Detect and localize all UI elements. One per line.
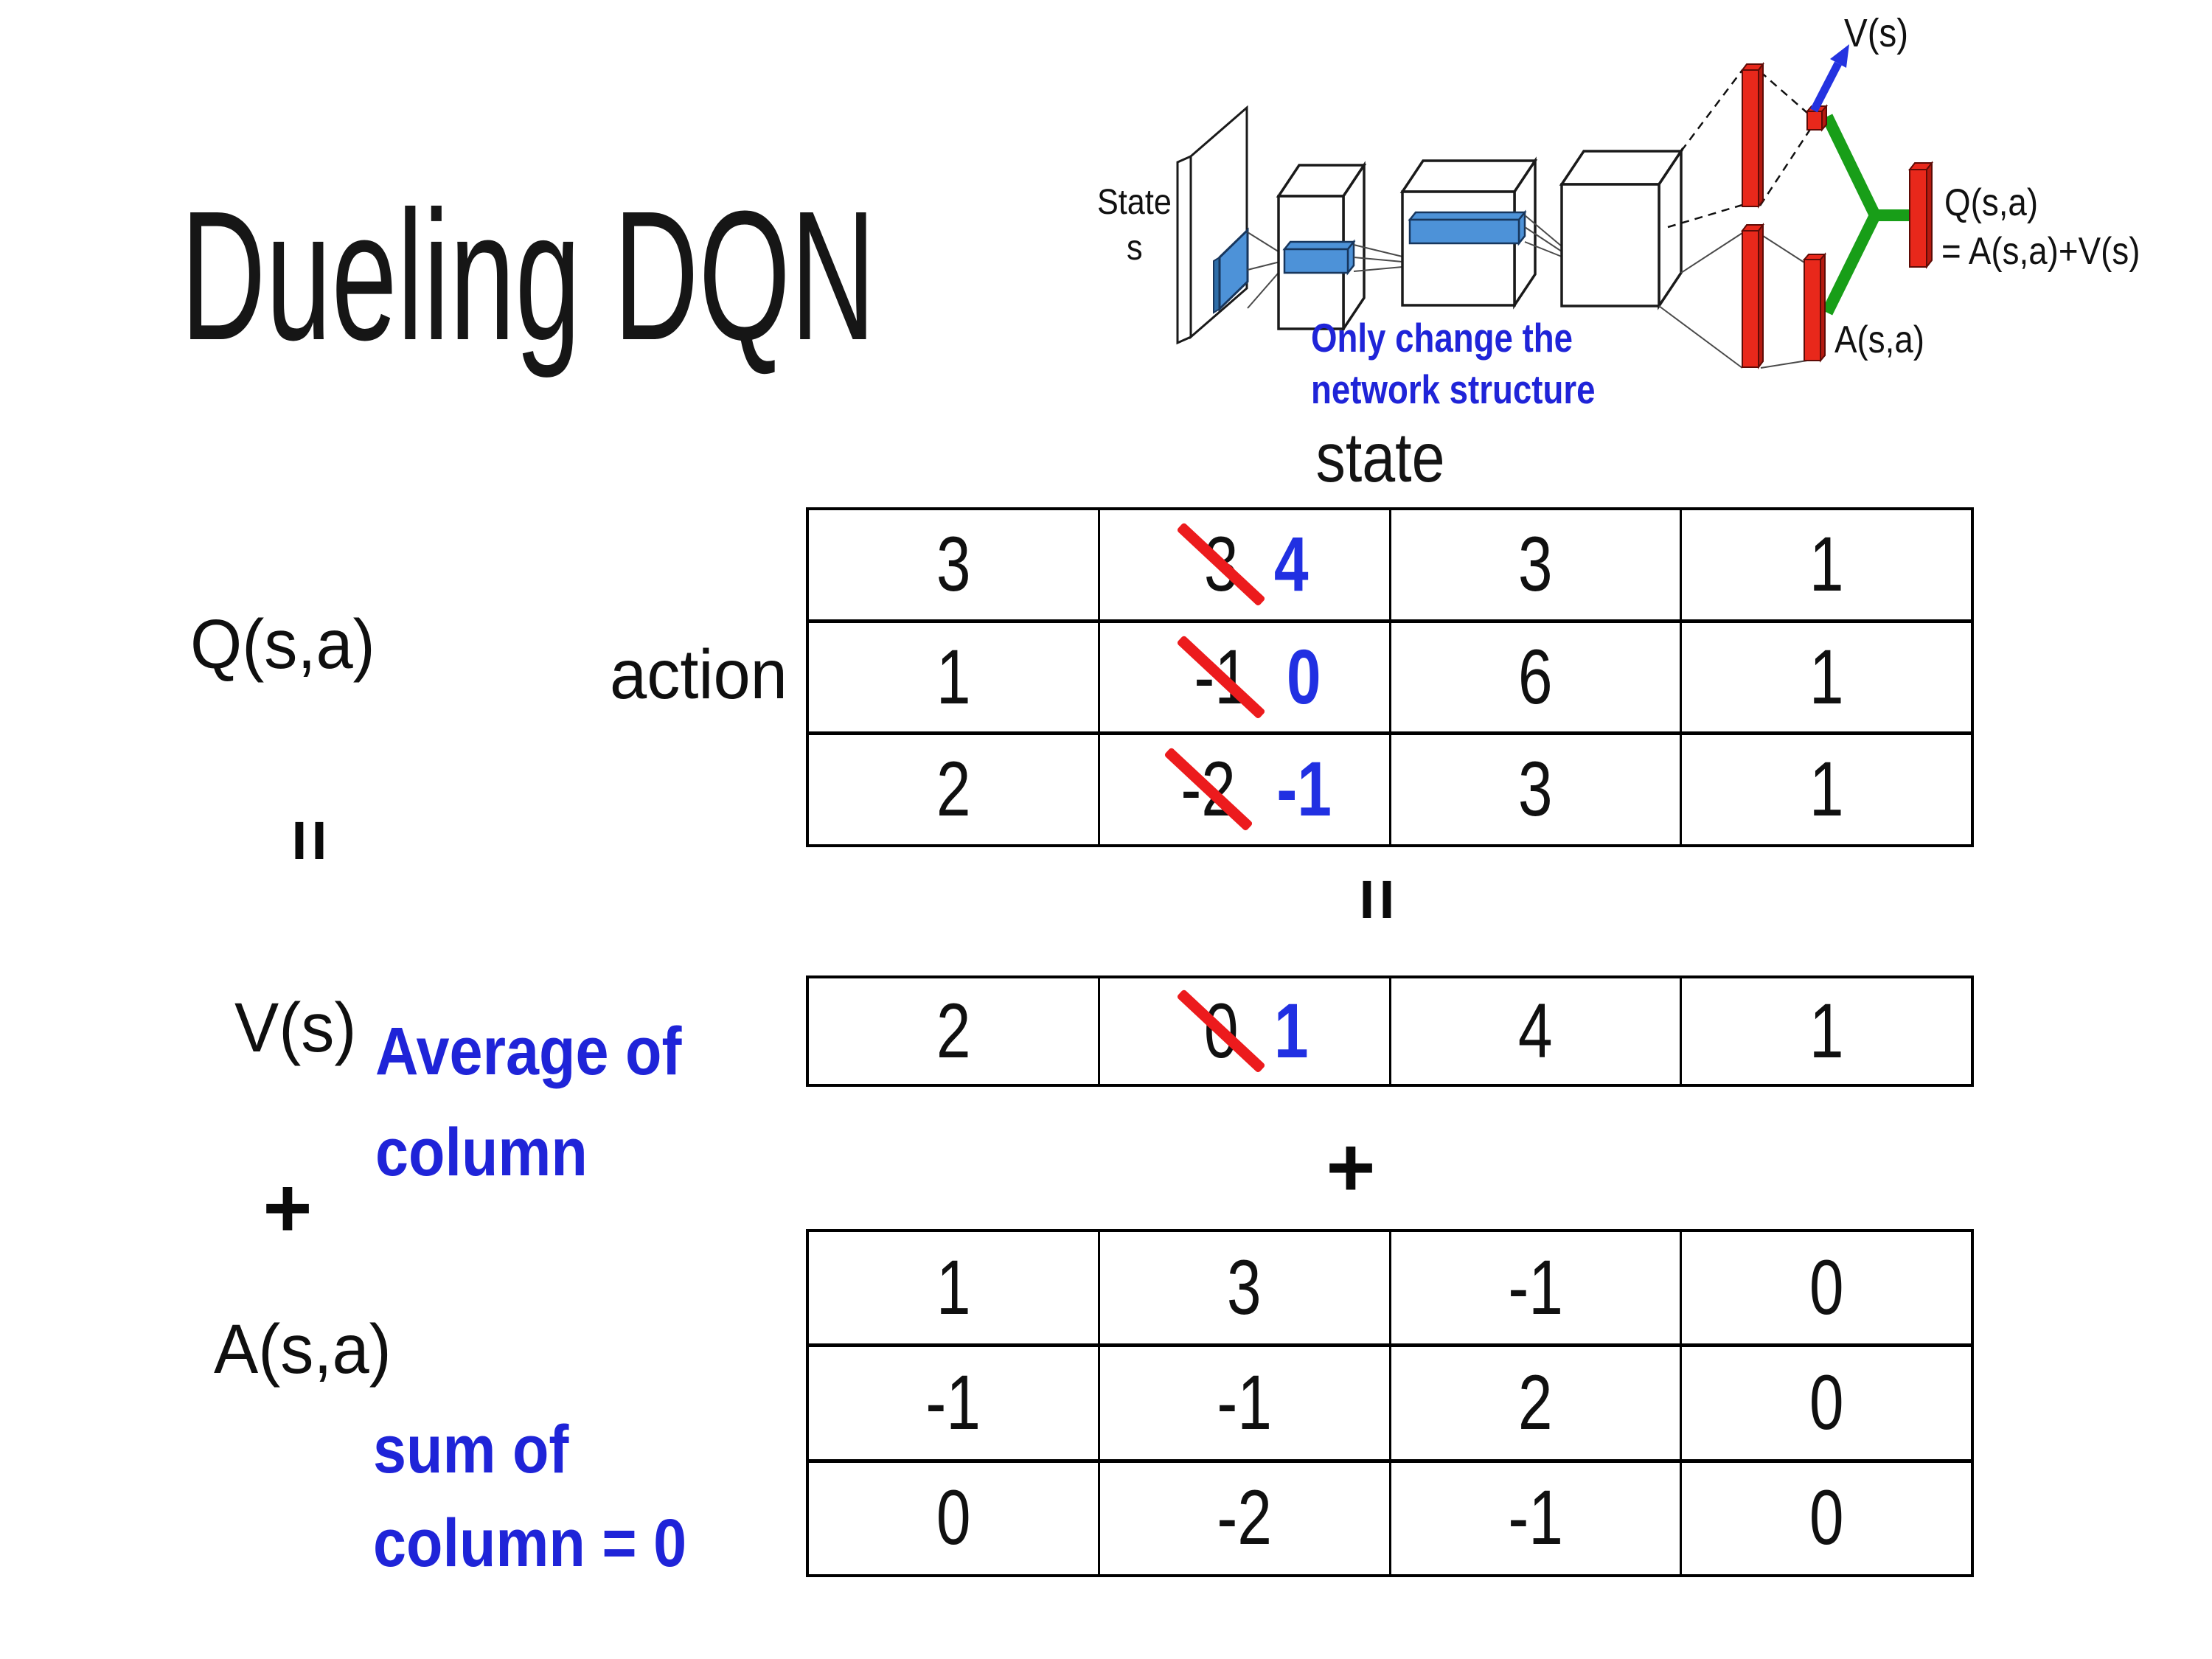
table-cell: -1	[1388, 1462, 1680, 1574]
q-value-table: 3 3 4 3 1 1 -1 0 6 1 2 -2 -1 3 1	[806, 507, 1974, 847]
table-row: -1 -1 2 0	[809, 1343, 1971, 1459]
v-branch-dashed-lines	[1667, 69, 1812, 229]
a-branch-lines	[1658, 232, 1808, 369]
table-row: 1 3 -1 0	[809, 1232, 1971, 1344]
table-cell: 1	[1680, 622, 1971, 732]
merge-y-connector	[1821, 114, 1881, 316]
action-axis-label: action	[610, 636, 787, 714]
a-matrix-label: A(s,a)	[214, 1310, 392, 1388]
page-title: Dueling DQN	[181, 184, 1267, 368]
table-cell-corrected: 0 1	[1097, 978, 1389, 1084]
fc-bar-a	[1741, 223, 1764, 369]
fc-bar-v	[1741, 62, 1764, 209]
table-row: 1 -1 0 6 1	[809, 619, 1971, 732]
sum-note-line1: sum of	[373, 1412, 569, 1487]
struck-value: -1	[1176, 633, 1267, 722]
struck-value: 3	[1176, 521, 1267, 609]
q-output-formula: = A(s,a)+V(s)	[1941, 230, 2140, 272]
network-note-line2: network structure	[1311, 366, 1596, 412]
a-output-label: A(s,a)	[1834, 319, 1924, 361]
table-cell: 3	[936, 521, 971, 608]
table-cell: 0	[1680, 1347, 1971, 1459]
q-matrix-label: Q(s,a)	[190, 605, 375, 684]
table-cell: 3	[1097, 1232, 1389, 1344]
table-row: 2 -2 -1 3 1	[809, 731, 1971, 845]
table-cell: 3	[1388, 735, 1680, 845]
network-note-line1: Only change the	[1311, 315, 1573, 361]
table-cell-corrected: 3 4	[1097, 510, 1389, 619]
table-cell: 2	[936, 987, 971, 1074]
table-cell: -1	[1097, 1347, 1389, 1459]
state-input-label-line1: State	[1097, 182, 1172, 222]
table-cell-corrected: -2 -1	[1097, 735, 1389, 845]
state-axis-label: state	[1315, 419, 1445, 497]
conv-feature-bar-1	[1282, 239, 1356, 276]
average-note-line1: Average of	[375, 1014, 682, 1089]
conv-fan-lines-2	[1353, 244, 1403, 272]
conv-box-2	[1399, 156, 1538, 310]
plus-sign-left: +	[262, 1161, 313, 1256]
table-cell: 1	[936, 1244, 971, 1331]
table-cell: 2	[936, 746, 971, 833]
v-output-label: V(s)	[1844, 10, 1908, 55]
equals-rotated-center: =	[1336, 877, 1419, 922]
table-cell: 6	[1388, 622, 1680, 732]
plus-sign-center: +	[1326, 1120, 1376, 1215]
table-cell: -1	[1388, 1232, 1680, 1344]
table-row: 3 3 4 3 1	[809, 510, 1971, 619]
table-cell: -1	[925, 1359, 981, 1446]
table-cell: 1	[1680, 735, 1971, 845]
table-cell: 0	[1680, 1232, 1971, 1344]
equals-rotated-left: =	[268, 818, 351, 863]
input-plate-edge	[1176, 154, 1192, 345]
table-cell-corrected: -1 0	[1097, 622, 1389, 732]
state-input-label-line2: s	[1127, 228, 1143, 268]
table-cell: 4	[1388, 978, 1680, 1084]
q-output-label: Q(s,a)	[1944, 181, 2038, 223]
corrected-value: 0	[1286, 633, 1321, 720]
v-value-table: 2 0 1 4 1	[806, 975, 1974, 1087]
table-row: 0 -2 -1 0	[809, 1458, 1971, 1574]
page-title-text: Dueling DQN	[181, 173, 876, 378]
table-cell: 3	[1388, 510, 1680, 619]
table-cell: 0	[936, 1475, 971, 1562]
conv-filter-0	[1218, 227, 1249, 312]
a-vector-bar	[1802, 252, 1827, 363]
table-cell: 0	[1680, 1462, 1971, 1574]
a-value-table: 1 3 -1 0 -1 -1 2 0 0 -2 -1 0	[806, 1229, 1974, 1577]
table-cell: 2	[1388, 1347, 1680, 1459]
v-arrow-head	[1830, 44, 1849, 68]
table-cell: 1	[936, 633, 971, 720]
struck-value: 0	[1176, 987, 1267, 1076]
corrected-value: 4	[1273, 521, 1309, 608]
q-output-bar	[1907, 161, 1934, 269]
table-cell: -2	[1097, 1462, 1389, 1574]
conv-fan-lines-1	[1247, 232, 1284, 309]
table-row: 2 0 1 4 1	[809, 978, 1971, 1084]
conv-fan-lines-3	[1524, 215, 1562, 257]
conv-feature-bar-2	[1408, 209, 1527, 246]
struck-value: -2	[1164, 745, 1253, 834]
v-arrow-shaft	[1810, 61, 1842, 113]
table-cell: 1	[1680, 978, 1971, 1084]
sum-note-line2: column = 0	[373, 1506, 687, 1581]
corrected-value: 1	[1273, 987, 1309, 1074]
average-note-line2: column	[375, 1115, 588, 1190]
corrected-value: -1	[1276, 746, 1332, 833]
table-cell: 1	[1680, 510, 1971, 619]
conv-box-3	[1559, 147, 1684, 310]
v-matrix-label: V(s)	[234, 989, 357, 1067]
dueling-network-diagram: State s V(s) Q(s,a) = A(s,a)+V(s) A(s,a)…	[1097, 10, 2140, 412]
